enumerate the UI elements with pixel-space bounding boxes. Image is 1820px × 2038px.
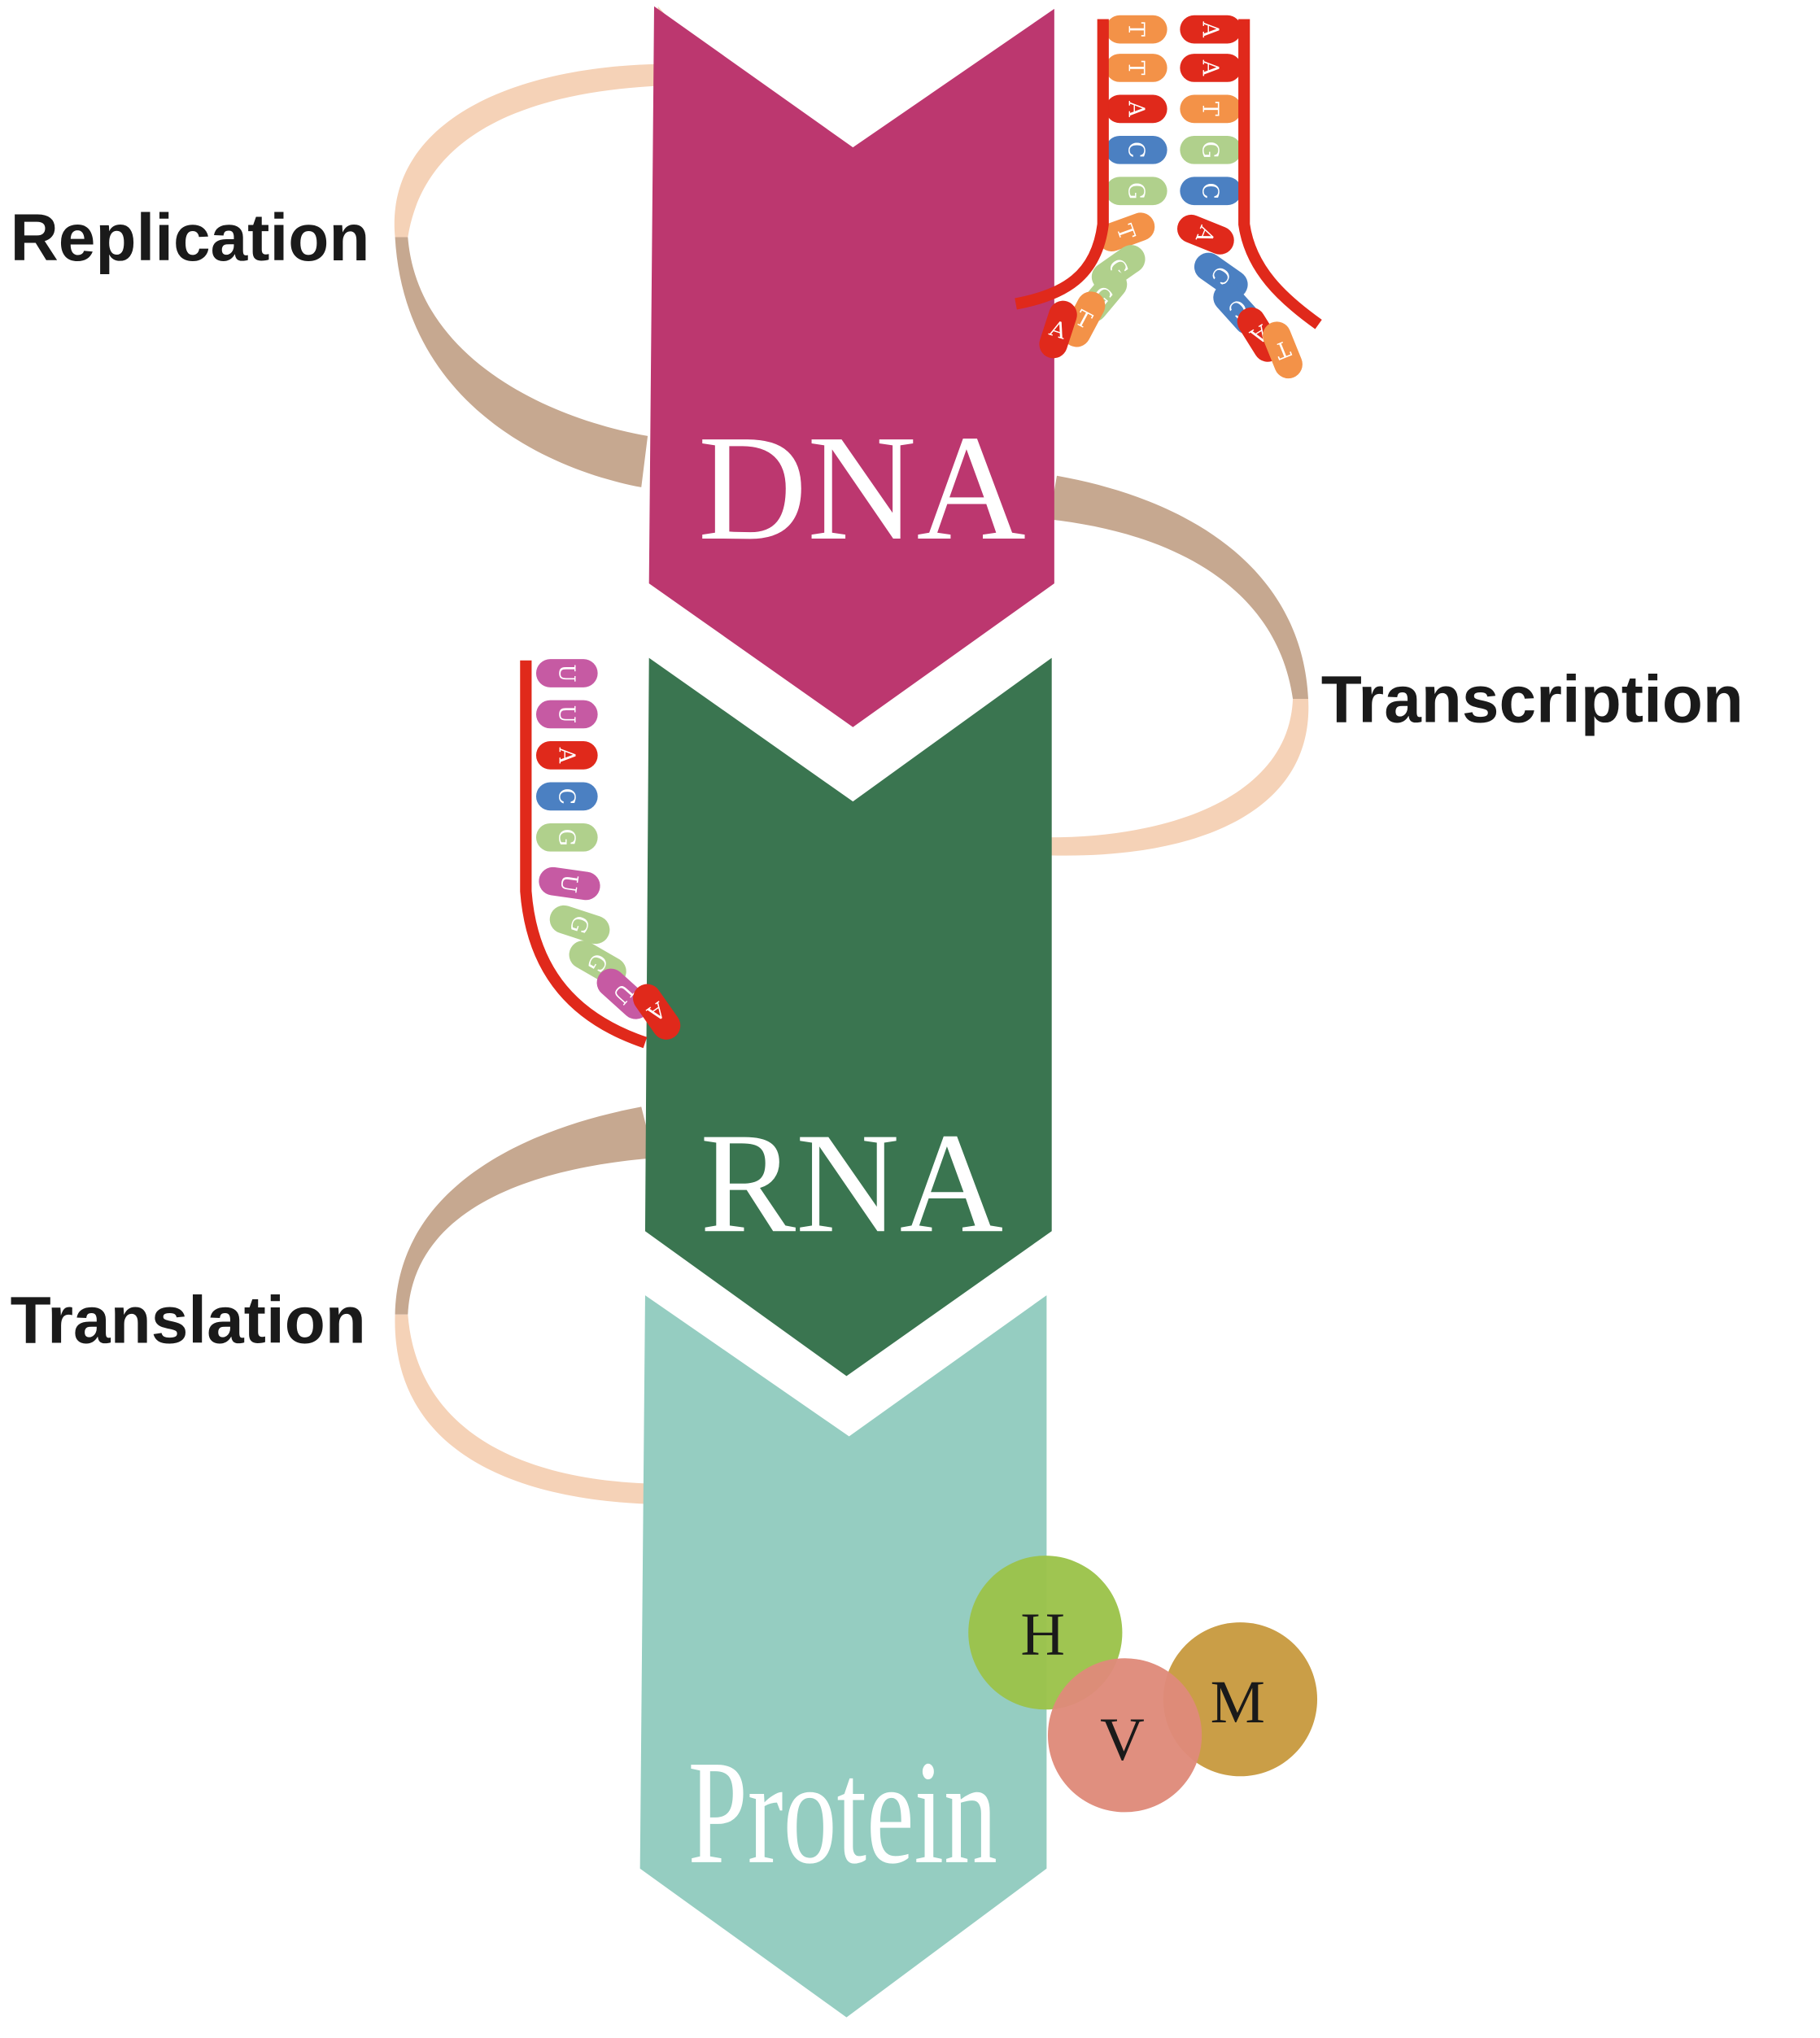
- base-pill: [1180, 54, 1242, 82]
- dna-right-base: A: [1176, 214, 1234, 255]
- base-letter: U: [553, 664, 578, 683]
- replication-label: Replication: [11, 201, 370, 275]
- replication-arrow-body: [394, 63, 658, 238]
- base-pill: [1062, 291, 1106, 347]
- base-pill: [535, 700, 598, 729]
- base-letter: G: [1198, 142, 1223, 159]
- amino-acid-v-label: V: [1100, 1706, 1145, 1774]
- base-letter: C: [1123, 142, 1148, 159]
- rna-chevron: [644, 657, 1052, 1377]
- base-pill: [535, 741, 598, 770]
- base-pill: [1105, 15, 1168, 44]
- base-letter: A: [553, 747, 578, 764]
- base-pill: [1105, 135, 1168, 164]
- rna-base: C: [535, 782, 598, 811]
- protein-label: Protein: [688, 1730, 997, 1895]
- amino-acids: H V M: [968, 1556, 1318, 1813]
- translation-label: Translation: [11, 1283, 366, 1357]
- base-letter: C: [553, 788, 578, 805]
- dna-left-base: A: [1039, 300, 1077, 359]
- base-pill: [1180, 177, 1242, 206]
- rna-base: G: [535, 823, 598, 852]
- base-pill: [535, 823, 598, 852]
- dna-left-base: T: [1098, 212, 1155, 252]
- base-pill: [1176, 214, 1234, 255]
- base-pill: [535, 659, 598, 687]
- transcription-label: Transcription: [1321, 662, 1744, 736]
- dna-right-base: T: [1180, 94, 1242, 124]
- translation-arrow-body: [395, 1314, 658, 1505]
- rna-base: U: [535, 659, 598, 687]
- dna-left-base: C: [1105, 135, 1168, 164]
- base-pill: [1180, 94, 1242, 124]
- dna-right-base: C: [1180, 177, 1242, 206]
- dna-left-base: G: [1105, 177, 1168, 206]
- dna-left-backbone: [1015, 19, 1109, 310]
- base-pill: [1098, 212, 1155, 252]
- dna-left-base: A: [1105, 94, 1168, 124]
- rna-base: A: [535, 741, 598, 770]
- base-letter: A: [1198, 59, 1223, 76]
- dna-right-base: T: [1263, 321, 1303, 379]
- amino-acid-h-label: H: [1020, 1601, 1065, 1669]
- base-letter: T: [1123, 22, 1148, 37]
- base-letter: T: [1198, 102, 1223, 116]
- replication-arrow-tail: [395, 237, 648, 487]
- protein-chevron: [639, 1295, 1047, 2018]
- amino-acid-m-label: M: [1211, 1669, 1265, 1736]
- base-pill: [633, 984, 681, 1040]
- transcription-arrow-tail: [1049, 475, 1308, 700]
- rna-backbone: [520, 660, 648, 1049]
- rna-base: G: [549, 905, 610, 945]
- base-pill: [539, 866, 600, 901]
- base-letter: T: [1123, 60, 1148, 75]
- base-pill: [549, 905, 610, 945]
- base-pill: [1039, 300, 1077, 359]
- base-pill: [1105, 177, 1168, 206]
- translation-arrow-tail: [395, 1106, 654, 1315]
- dna-right-base: A: [1180, 15, 1242, 44]
- base-letter: G: [553, 829, 578, 846]
- dna-right-base: A: [1180, 54, 1242, 82]
- base-letter: U: [555, 873, 583, 895]
- rna-base: A: [633, 984, 681, 1040]
- dna-right-base: G: [1180, 135, 1242, 164]
- rna-label: RNA: [700, 1104, 1003, 1263]
- base-letter: G: [1123, 182, 1148, 199]
- base-letter: U: [553, 705, 578, 724]
- amino-acid-v: [1047, 1658, 1202, 1813]
- dna-left-base: T: [1105, 15, 1168, 44]
- base-pill: [1263, 321, 1303, 379]
- base-pill: [1105, 94, 1168, 124]
- base-letter: C: [1198, 183, 1223, 199]
- base-pill: [1180, 135, 1242, 164]
- rna-base: U: [535, 700, 598, 729]
- base-pill: [535, 782, 598, 811]
- base-pill: [1180, 15, 1242, 44]
- dna-left-base: T: [1105, 54, 1168, 82]
- base-letter: A: [1198, 20, 1223, 37]
- base-pill: [1105, 54, 1168, 82]
- dna-right-backbone: [1238, 19, 1322, 329]
- rna-base: U: [539, 866, 600, 901]
- dna-label: DNA: [698, 404, 1026, 572]
- base-letter: A: [1123, 100, 1148, 117]
- amino-acid-m: [1163, 1622, 1318, 1777]
- dna-chevron: [648, 6, 1054, 727]
- transcription-arrow-body: [1049, 699, 1309, 856]
